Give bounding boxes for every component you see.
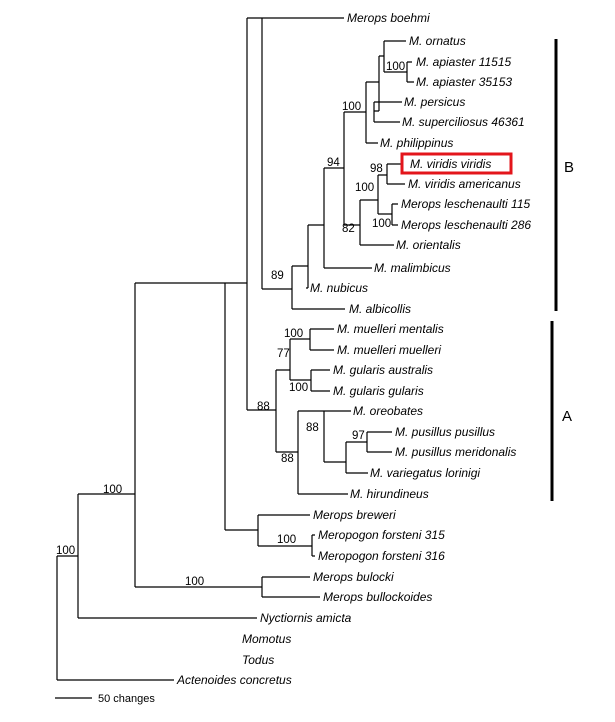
support-label: 98	[370, 163, 383, 175]
taxon-m-nubicus: M. nubicus	[310, 281, 368, 295]
taxon-m-apiaster-35153: M. apiaster 35153	[416, 75, 512, 89]
clade-b-label: B	[564, 159, 574, 176]
taxon-m-pusillus-meridonalis: M. pusillus meridonalis	[395, 445, 516, 459]
support-label: 100	[342, 101, 361, 113]
taxon-m-variegatus-lorinigi: M. variegatus lorinigi	[370, 466, 480, 480]
taxon-m-apiaster-11515: M. apiaster 11515	[416, 55, 511, 69]
support-label: 100	[372, 218, 391, 230]
taxon-merops-bulocki: Merops bulocki	[313, 570, 394, 584]
taxon-nyctiornis-amicta: Nyctiornis amicta	[260, 611, 352, 625]
highlight-box	[400, 152, 513, 175]
taxon-meropogon-forsteni-315: Meropogon forsteni 315	[318, 528, 445, 542]
support-label: 88	[257, 401, 270, 413]
taxon-todus: Todus	[242, 653, 274, 667]
support-label: 100	[289, 382, 308, 394]
support-label: 100	[277, 534, 296, 546]
taxon-m-malimbicus: M. malimbicus	[374, 261, 451, 275]
support-label: 100	[56, 545, 75, 557]
scale-label: 50 changes	[98, 693, 155, 705]
support-label: 100	[103, 484, 122, 496]
support-label: 97	[352, 430, 365, 442]
taxon-m-muelleri-muelleri: M. muelleri muelleri	[337, 343, 441, 357]
taxon-m-muelleri-mentalis: M. muelleri mentalis	[337, 322, 444, 336]
taxon-m-viridis-viridis: M. viridis viridis	[410, 157, 491, 171]
support-label: 82	[342, 223, 355, 235]
tree-branches	[56, 17, 414, 681]
support-label: 77	[277, 348, 290, 360]
taxon-merops-leschenaulti-286: Merops leschenaulti 286	[401, 218, 531, 232]
taxon-m-ornatus: M. ornatus	[409, 34, 466, 48]
taxon-m-hirundineus: M. hirundineus	[350, 487, 429, 501]
taxon-m-orientalis: M. orientalis	[396, 238, 461, 252]
taxon-m-oreobates: M. oreobates	[353, 404, 423, 418]
support-label: 100	[284, 328, 303, 340]
taxon-merops-breweri: Merops breweri	[313, 508, 396, 522]
taxon-meropogon-forsteni-316: Meropogon forsteni 316	[318, 549, 445, 563]
support-label: 94	[327, 157, 340, 169]
taxon-merops-leschenaulti-115: Merops leschenaulti 115	[401, 197, 531, 211]
support-label: 100	[185, 576, 204, 588]
taxon-m-viridis-americanus: M. viridis americanus	[408, 177, 521, 191]
taxon-merops-bullockoides: Merops bullockoides	[323, 590, 432, 604]
taxon-momotus: Momotus	[242, 632, 291, 646]
support-label: 100	[355, 182, 374, 194]
support-label: 88	[281, 453, 294, 465]
taxon-m-albicollis: M. albicollis	[349, 302, 411, 316]
taxon-merops-boehmi: Merops boehmi	[347, 11, 430, 25]
taxon-m-gularis-australis: M. gularis australis	[333, 363, 433, 377]
taxon-m-philippinus: M. philippinus	[380, 136, 453, 150]
clade-a-label: A	[562, 408, 572, 425]
taxon-actenoides-concretus: Actenoides concretus	[176, 673, 292, 687]
support-values: 100 100 94 98 100 100 82 89 100 77 100 9…	[56, 61, 405, 588]
taxon-labels: Merops boehmi M. ornatus M. apiaster 115…	[176, 11, 531, 687]
support-label: 100	[386, 61, 405, 73]
taxon-m-persicus: M. persicus	[404, 95, 465, 109]
support-label: 88	[306, 422, 319, 434]
taxon-m-superciliosus: M. superciliosus 46361	[402, 115, 525, 129]
taxon-m-pusillus-pusillus: M. pusillus pusillus	[395, 425, 495, 439]
taxon-m-gularis-gularis: M. gularis gularis	[333, 384, 424, 398]
support-label: 89	[271, 270, 284, 282]
